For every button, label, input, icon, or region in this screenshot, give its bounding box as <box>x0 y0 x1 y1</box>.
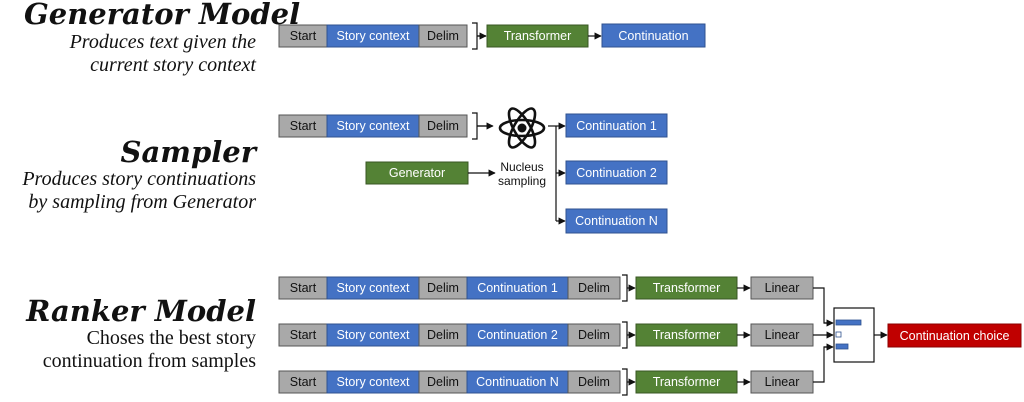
generator-desc-line1: Produces text given the <box>69 31 256 53</box>
generator-title: Generator Model <box>24 0 301 31</box>
ranker-merge-line-3 <box>813 346 832 383</box>
ranker-desc-line2: continuation from samples <box>42 350 256 372</box>
sampler-continuation-1-label: Continuation 1 <box>576 119 657 133</box>
ranker-token-box <box>567 276 621 300</box>
sampler-continuation-2-box <box>565 160 668 185</box>
ranker-token-label: Continuation 2 <box>477 328 558 342</box>
ranker-row-1: Start Story context Delim Continuation 1 Del… <box>278 274 814 302</box>
sampler-desc-line1: Produces story continuations <box>22 168 256 190</box>
ranker-token-label: Start <box>290 328 317 342</box>
sampler-title: Sampler <box>120 135 256 169</box>
sampler-desc-line2: by sampling from Generator <box>28 191 256 213</box>
score-bar-1 <box>835 319 862 326</box>
token-start-label: Start <box>290 29 317 43</box>
ranker-bracket <box>622 321 628 349</box>
sampler-token-start-label: Start <box>290 119 317 133</box>
sampler-token-delim-label: Delim <box>427 119 459 133</box>
ranker-token-label: Delim <box>427 375 459 389</box>
ranker-bracket <box>622 274 628 302</box>
ranker-linear-label: Linear <box>765 281 800 295</box>
continuation-choice-box <box>887 323 1022 348</box>
token-delim-label: Delim <box>427 29 459 43</box>
sampler-continuation-2-label: Continuation 2 <box>576 166 657 180</box>
generator-transformer-label: Transformer <box>504 29 572 43</box>
ranker-token-label: Start <box>290 375 317 389</box>
ranker-token-label: Continuation 1 <box>477 281 558 295</box>
ranker-row-3: Start Story context Delim Continuation N Del… <box>278 368 814 396</box>
score-bar-2 <box>835 331 842 338</box>
sampler-token-story-label: Story context <box>337 119 410 133</box>
ranker-token-label: Delim <box>578 328 610 342</box>
token-delim <box>418 24 468 48</box>
ranker-token-box <box>567 323 621 347</box>
generator-continuation-label: Continuation <box>618 29 688 43</box>
ranker-linear-label: Linear <box>765 328 800 342</box>
ranker-token-box <box>567 370 621 394</box>
continuation-choice-label: Continuation choice <box>900 329 1010 343</box>
ranker-token-label: Delim <box>578 281 610 295</box>
ranker-desc-line1: Choses the best story <box>86 327 256 349</box>
sampler-continuation-n-box <box>565 208 668 234</box>
ranker-token-label: Story context <box>337 281 410 295</box>
ranker-transformer-label: Transformer <box>653 328 721 342</box>
ranker-token-label: Story context <box>337 328 410 342</box>
generator-desc-line2: current story context <box>90 54 256 76</box>
ranker-transformer-label: Transformer <box>653 281 721 295</box>
ranker-token-label: Start <box>290 281 317 295</box>
sampler-continuation-1-box <box>565 113 668 138</box>
ranker-linear-label: Linear <box>765 375 800 389</box>
generator-input-sequence: Start Story context Delim <box>278 24 468 48</box>
token-story-context-label: Story context <box>337 29 410 43</box>
ranker-token-label: Story context <box>337 375 410 389</box>
sampler-input-sequence: Start Story context Delim <box>278 114 468 138</box>
ranker-token-label: Delim <box>427 328 459 342</box>
ranker-merge-line-1 <box>813 287 832 324</box>
sampler-continuation-n-label: Continuation N <box>575 214 658 228</box>
ranker-transformer-label: Transformer <box>653 375 721 389</box>
generator-continuation-box <box>601 23 706 48</box>
ranker-token-label: Delim <box>578 375 610 389</box>
ranker-token-label: Continuation N <box>476 375 559 389</box>
ranker-token-label: Delim <box>427 281 459 295</box>
sampler-generator-label: Generator <box>389 166 445 180</box>
ranker-bracket <box>622 368 628 396</box>
ranker-title: Ranker Model <box>26 294 256 328</box>
nucleus-label-line1: Nucleus <box>500 160 543 174</box>
atom-icon <box>498 107 546 149</box>
ranker-row-2: Start Story context Delim Continuation 2 Del… <box>278 321 814 349</box>
score-bar-3 <box>835 343 849 350</box>
nucleus-label-line2: sampling <box>498 174 546 188</box>
